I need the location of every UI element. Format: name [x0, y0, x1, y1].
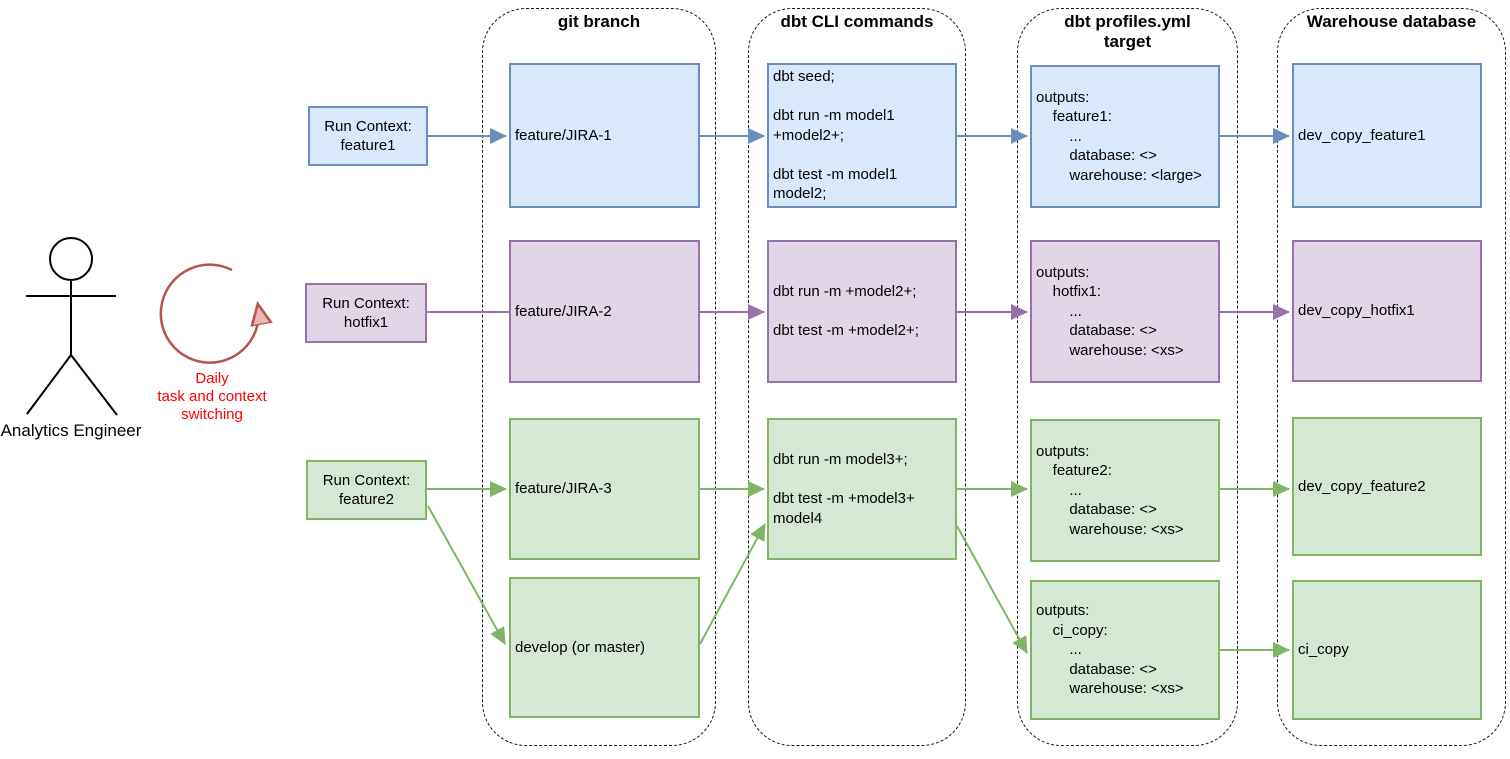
branch-jira1-node: feature/JIRA-1: [509, 63, 700, 208]
cycle-label: Daily task and context switching: [157, 370, 267, 423]
figure-head: [49, 237, 93, 281]
lane-dbt-profiles-target: [1017, 8, 1238, 746]
actor-label: Analytics Engineer: [0, 421, 142, 440]
lane-title-git-branch: git branch: [557, 12, 641, 31]
lane-title-dbt-cli-commands: dbt CLI commands: [780, 12, 934, 31]
warehouse-ci-copy-node: ci_copy: [1292, 580, 1482, 720]
branch-develop-node: develop (or master): [509, 577, 700, 718]
run-context-feature2-node: Run Context: feature2: [306, 460, 427, 520]
cli-feature1-node: dbt seed; dbt run -m model1 +model2+; db…: [767, 63, 957, 208]
lane-git-branch: [482, 8, 716, 746]
warehouse-dev-copy-feature2-node: dev_copy_feature2: [1292, 417, 1482, 556]
lane-title-warehouse-database: Warehouse database: [1306, 12, 1477, 31]
cli-feature2-node: dbt run -m model3+; dbt test -m +model3+…: [767, 418, 957, 560]
profiles-feature1-node: outputs: feature1: ... database: <> ware…: [1030, 65, 1220, 208]
context-switch-cycle-icon: [159, 263, 259, 364]
analytics-engineer-figure: [26, 237, 118, 416]
lane-dbt-cli-commands: [748, 8, 966, 746]
profiles-feature2-node: outputs: feature2: ... database: <> ware…: [1030, 419, 1220, 562]
profiles-cicopy-node: outputs: ci_copy: ... database: <> wareh…: [1030, 580, 1220, 720]
lane-title-dbt-profiles-target: dbt profiles.yml target: [1064, 12, 1191, 51]
branch-jira2-node: feature/JIRA-2: [509, 240, 700, 383]
figure-right-leg: [70, 354, 118, 416]
cli-hotfix1-node: dbt run -m +model2+; dbt test -m +model2…: [767, 240, 957, 383]
figure-left-leg: [26, 354, 72, 415]
lane-warehouse-database: [1277, 8, 1506, 746]
profiles-hotfix1-node: outputs: hotfix1: ... database: <> wareh…: [1030, 240, 1220, 383]
run-context-hotfix1-node: Run Context: hotfix1: [305, 283, 427, 343]
branch-jira3-node: feature/JIRA-3: [509, 418, 700, 560]
warehouse-dev-copy-hotfix1-node: dev_copy_hotfix1: [1292, 240, 1482, 382]
run-context-feature1-node: Run Context: feature1: [308, 106, 428, 166]
warehouse-dev-copy-feature1-node: dev_copy_feature1: [1292, 63, 1482, 208]
